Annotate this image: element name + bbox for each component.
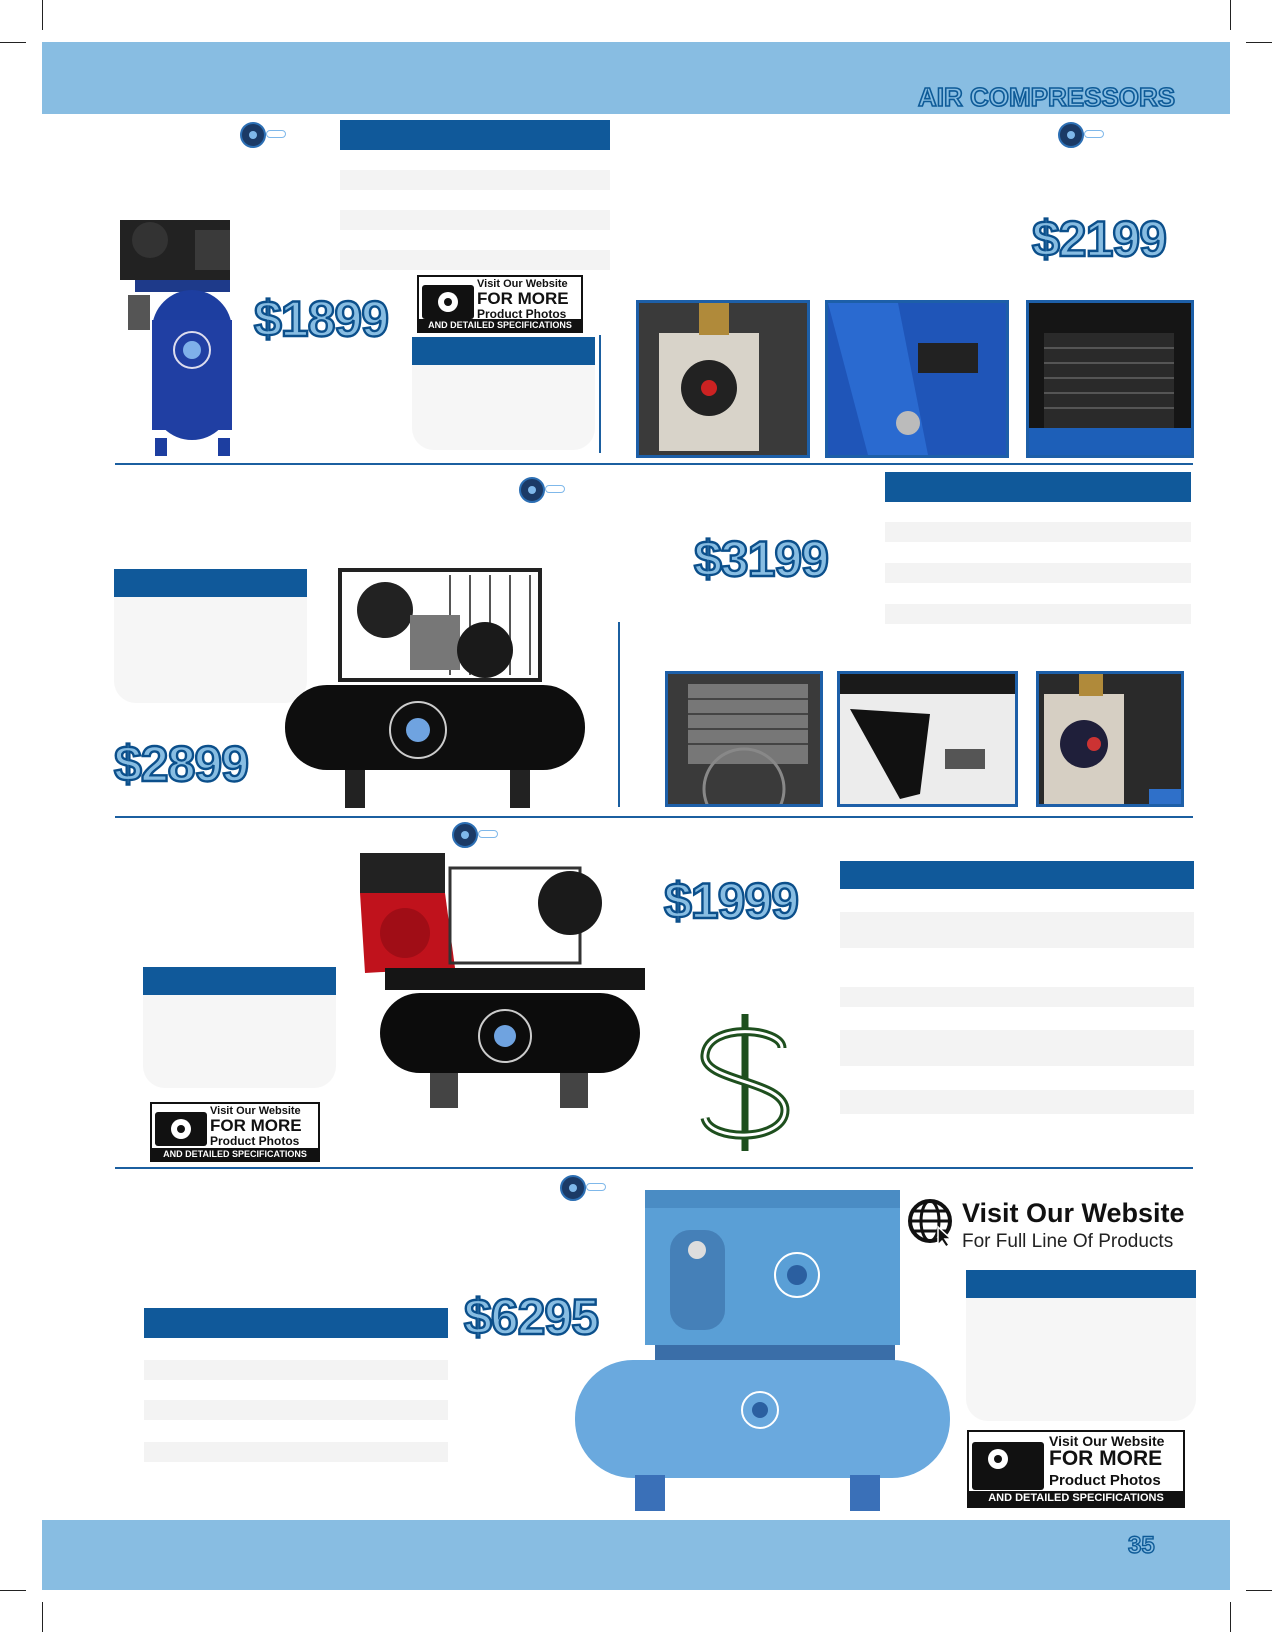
- crop-mark: [42, 0, 43, 30]
- feature-box: [412, 365, 595, 450]
- crop-mark: [1246, 42, 1272, 43]
- spec-row: [340, 250, 610, 270]
- vertical-compressor-image: [120, 220, 232, 456]
- dollar-sign-icon: [700, 1014, 790, 1151]
- visit-website-badge[interactable]: Visit Our Website FOR MORE Product Photo…: [967, 1430, 1185, 1508]
- section-divider: [115, 816, 1193, 818]
- crop-mark: [1230, 0, 1231, 30]
- spec-row: [840, 912, 1194, 948]
- visit-website-badge[interactable]: Visit Our Website FOR MORE Product Photo…: [417, 275, 583, 333]
- badge-line: FOR MORE: [1049, 1447, 1163, 1470]
- price-label: $1899: [253, 290, 390, 348]
- feature-header-bar: [412, 337, 595, 365]
- enclosed-compressor-image: [575, 1190, 950, 1511]
- feature-box: [114, 597, 307, 703]
- spec-row: [340, 210, 610, 230]
- spec-header-bar: [885, 472, 1191, 502]
- logo-trail-icon: [545, 485, 565, 493]
- spec-row: [144, 1400, 448, 1420]
- badge-line: Visit Our Website: [477, 278, 568, 290]
- header-band: [42, 42, 1230, 114]
- section-divider: [115, 1167, 1193, 1169]
- badge-line: Product Photos: [210, 1134, 300, 1148]
- visit-website-badge[interactable]: Visit Our Website FOR MORE Product Photo…: [150, 1102, 320, 1162]
- page-number: 35: [1127, 1531, 1155, 1559]
- detail-photo: [1036, 671, 1184, 807]
- spec-row: [340, 170, 610, 190]
- website-callout-title[interactable]: Visit Our Website: [962, 1198, 1185, 1228]
- camera-icon: [155, 1112, 207, 1146]
- badge-line: Visit Our Website: [210, 1105, 301, 1117]
- spec-row: [885, 522, 1191, 542]
- spec-row: [144, 1442, 448, 1462]
- price-label: $3199: [693, 530, 830, 588]
- badge-line: AND DETAILED SPECIFICATIONS: [152, 1148, 318, 1160]
- badge-line: FOR MORE: [477, 289, 569, 308]
- atlas-logo-icon: [452, 822, 478, 848]
- spec-row: [840, 1090, 1194, 1114]
- atlas-logo-icon: [1058, 122, 1084, 148]
- price-label: $1999: [663, 872, 800, 930]
- crop-mark: [1246, 1590, 1272, 1591]
- column-divider: [599, 335, 601, 453]
- spec-row: [840, 987, 1194, 1007]
- section-title: AIR COMPRESSORS: [917, 81, 1176, 113]
- horizontal-compressor-image: [285, 568, 585, 808]
- badge-line: AND DETAILED SPECIFICATIONS: [969, 1491, 1183, 1506]
- spec-header-bar: [144, 1308, 448, 1338]
- logo-trail-icon: [1084, 130, 1104, 138]
- atlas-logo-icon: [240, 122, 266, 148]
- badge-line: Product Photos: [477, 307, 567, 321]
- badge-line: Product Photos: [1049, 1472, 1161, 1489]
- logo-trail-icon: [586, 1183, 606, 1191]
- crop-mark: [0, 42, 26, 43]
- spec-row: [144, 1360, 448, 1380]
- badge-line: Visit Our Website: [1049, 1433, 1165, 1449]
- spec-header-bar: [840, 861, 1194, 889]
- feature-box: [966, 1298, 1196, 1421]
- spec-header-bar: [340, 120, 610, 150]
- logo-trail-icon: [478, 830, 498, 838]
- price-label: $6295: [463, 1288, 600, 1346]
- spec-row: [885, 563, 1191, 583]
- spec-row: [840, 1030, 1194, 1066]
- atlas-logo-icon: [560, 1175, 586, 1201]
- crop-mark: [1230, 1602, 1231, 1632]
- camera-icon: [422, 285, 474, 319]
- camera-icon: [972, 1442, 1044, 1490]
- price-label: $2899: [113, 735, 250, 793]
- crop-mark: [0, 1590, 26, 1591]
- spec-row: [885, 604, 1191, 624]
- feature-header-bar: [966, 1270, 1196, 1298]
- gas-compressor-image: [360, 853, 645, 1108]
- detail-photo: [665, 671, 823, 807]
- globe-cursor-icon[interactable]: [906, 1197, 956, 1247]
- detail-photo: [1026, 300, 1194, 458]
- website-callout-subtitle: For Full Line Of Products: [962, 1231, 1174, 1252]
- section-divider: [115, 463, 1193, 465]
- badge-line: AND DETAILED SPECIFICATIONS: [419, 319, 581, 331]
- feature-header-bar: [143, 967, 336, 995]
- footer-band: [42, 1520, 1230, 1590]
- feature-box: [143, 995, 336, 1088]
- crop-mark: [42, 1602, 43, 1632]
- badge-line: FOR MORE: [210, 1116, 302, 1135]
- logo-trail-icon: [266, 130, 286, 138]
- column-divider: [618, 622, 620, 807]
- price-label: $2199: [1031, 210, 1168, 268]
- atlas-logo-icon: [519, 477, 545, 503]
- detail-photo: [825, 300, 1009, 458]
- detail-photo: [636, 300, 810, 458]
- feature-header-bar: [114, 569, 307, 597]
- detail-photo: [837, 671, 1018, 807]
